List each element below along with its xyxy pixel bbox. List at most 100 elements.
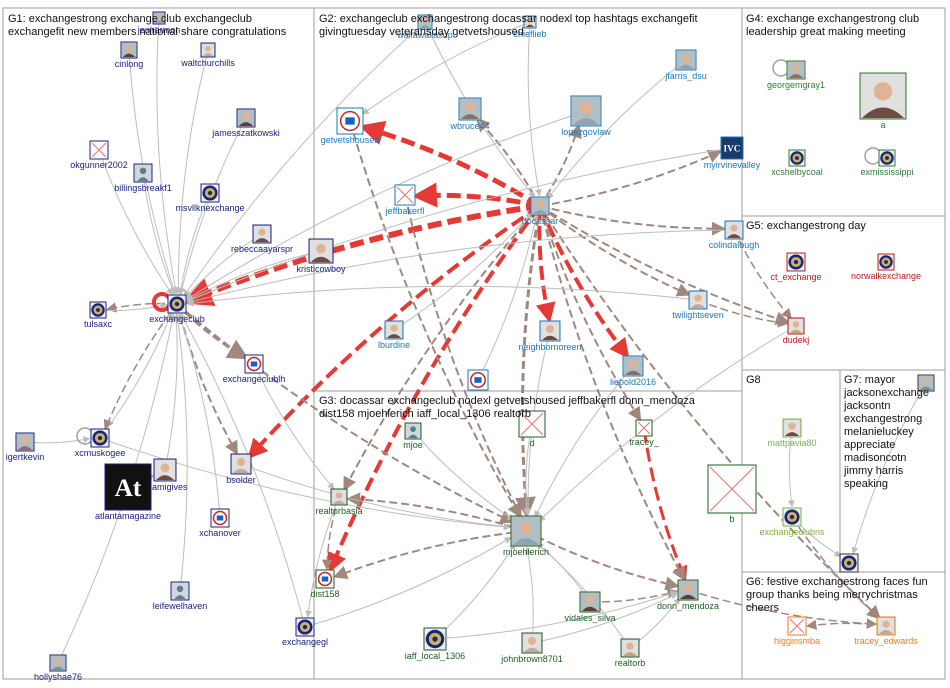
node-vidales_silva[interactable]: vidales_silva [564, 591, 616, 623]
node-georgemgray1[interactable]: georgemgray1 [767, 60, 825, 90]
edge-lburdine-to-docassar [393, 212, 533, 331]
node-okgunner2002[interactable]: okgunner2002 [70, 140, 128, 170]
edge-docassar-to-dist158 [327, 204, 542, 574]
node-label: lburdine [378, 340, 410, 350]
person-icon [310, 240, 332, 262]
node-kristicowboy[interactable]: kristicowboy [296, 238, 346, 274]
edge-miamigives-to-exchangeclub [164, 313, 181, 471]
node-g7node[interactable] [917, 374, 935, 392]
edge-jfarris_dsu-to-docassar [546, 59, 687, 200]
node-waltchurchills[interactable]: waltchurchills [180, 42, 235, 68]
node-jamesszatkowski[interactable]: jamesszatkowski [211, 108, 280, 138]
node-colindalough[interactable]: colindalough [709, 220, 760, 250]
node-realtorb[interactable]: realtorb [615, 638, 646, 668]
node-a[interactable]: a [859, 72, 907, 130]
node-dudekj[interactable]: dudekj [783, 317, 810, 345]
node-lburdine[interactable]: lburdine [378, 320, 410, 350]
edge-docassar-to-colindalough [539, 205, 726, 236]
group-label-line: G8 [746, 374, 761, 386]
edge-exchangeclublh-to-realtorbasia [253, 363, 335, 490]
node-g7seal[interactable] [839, 553, 859, 573]
edge-docassar-to-myirvinevalley [539, 149, 723, 207]
group-label-line: jacksonexchange [843, 387, 929, 399]
node-docassar[interactable]: docassar [522, 196, 559, 226]
node-label: twilightseven [672, 310, 724, 320]
node-igertkevin[interactable]: igertkevin [6, 432, 45, 462]
node-bsolder[interactable]: bsolder [226, 453, 256, 485]
node-lopezgovlaw[interactable]: lopezgovlaw [561, 95, 611, 137]
person-icon [726, 222, 742, 238]
node-ct_exchange[interactable]: ct_exchange [770, 252, 822, 282]
default-avatar-icon [137, 167, 149, 181]
node-billingsbreakf1[interactable]: billingsbreakf1 [114, 163, 172, 193]
node-cinlong[interactable]: cinlong [115, 41, 144, 69]
node-xchanover[interactable]: xchanover [199, 508, 241, 538]
node-exmississippi[interactable]: exmississippi [860, 149, 914, 177]
node-tulsaxc[interactable]: tulsaxc [84, 301, 113, 329]
node-cbd[interactable] [467, 369, 489, 391]
node-higginsmba[interactable]: higginsmba [774, 616, 820, 646]
edge-dudekj-to-mjoehlerich [538, 325, 797, 522]
node-chieflieb[interactable]: chieflieb [513, 15, 547, 39]
person-icon [788, 62, 804, 78]
node-label: georgemgray1 [767, 80, 825, 90]
node-xcmuskogee[interactable]: xcmuskogee [75, 428, 126, 458]
node-twilightseven[interactable]: twilightseven [672, 290, 724, 320]
node-donn_mendoza[interactable]: donn_mendoza [657, 579, 719, 611]
node-label: miamigives [142, 482, 188, 492]
edge-mjoe-to-mjoehlerich [412, 430, 515, 521]
logo-icon [246, 356, 262, 372]
node-wbruce44[interactable]: wbruce44 [449, 97, 490, 131]
node-dist158[interactable]: dist158 [310, 569, 340, 599]
node-label: jfarris_dsu [664, 71, 707, 81]
node-label: jamesszatkowski [211, 128, 280, 138]
node-liebold2016[interactable]: liebold2016 [610, 355, 656, 387]
edge-docassar-to-exchangeclub [182, 203, 541, 306]
group-label-g4: G4: exchange exchangestrong club leaders… [746, 13, 919, 38]
node-jfarris_dsu[interactable]: jfarris_dsu [664, 49, 707, 81]
node-tracey_edwards[interactable]: tracey_edwards [854, 616, 918, 646]
edge-kristicowboy-to-exchangeclub [186, 250, 322, 301]
node-neighbornoreen[interactable]: neighbornoreen [518, 320, 582, 352]
seal-icon [790, 151, 804, 165]
node-hollyshae76[interactable]: hollyshae76 [34, 654, 82, 682]
seal-icon [92, 430, 108, 446]
seal-icon [425, 629, 445, 649]
node-exchangeclub[interactable]: exchangeclub [149, 294, 205, 324]
node-label: exchangeclubns [759, 527, 825, 537]
node-jeffbakerfl[interactable]: jeffbakerfl [385, 184, 425, 216]
node-d[interactable]: d [518, 410, 546, 448]
edge-tracey_-to-donn_mendoza [642, 427, 688, 582]
node-mjoehlerich[interactable]: mjoehlerich [503, 515, 549, 557]
node-miamigives[interactable]: miamigives [142, 458, 188, 492]
person-icon [254, 226, 270, 242]
node-iaff_local_1306[interactable]: iaff_local_1306 [405, 627, 465, 661]
node-getvetshoused[interactable]: getvetshoused [321, 107, 380, 145]
edge-xcmuskogee-to-exchangeclub [99, 312, 173, 439]
node-jenharmon[interactable]: jenharmon [137, 11, 181, 35]
edge-exchangegl-to-exchangeclub [180, 312, 306, 628]
node-wallawallasup[interactable]: wallawallasup [396, 14, 453, 40]
node-exchangeclublh[interactable]: exchangeclublh [223, 354, 286, 384]
group-label-line: G5: exchangestrong day [746, 220, 866, 232]
node-mattpavia80[interactable]: mattpavia80 [767, 418, 817, 448]
group-label-g2: G2: exchangeclub exchangestrong docassar… [319, 13, 698, 38]
edge-bsolder-to-mjoehlerich [240, 463, 511, 531]
group-label-g5: G5: exchangestrong day [746, 220, 866, 232]
node-msvllknexchange[interactable]: msvllknexchange [175, 183, 245, 213]
node-mjoe[interactable]: mjoe [403, 422, 423, 450]
node-realtorbasia[interactable]: realtorbasia [315, 488, 363, 516]
node-leifewelhaven[interactable]: leifewelhaven [153, 581, 208, 611]
node-b[interactable]: b [707, 464, 757, 524]
node-norwalkexchange[interactable]: norwalkexchange [851, 253, 921, 281]
node-rebeccaayarspr[interactable]: rebeccaayarspr [231, 224, 293, 254]
node-tracey_[interactable]: tracey_ [629, 419, 660, 447]
group-label-g7: G7: mayor jacksonexchange jacksontn exch… [843, 374, 929, 490]
group-label-line: G1: exchangestrong exchange club exchang… [8, 13, 252, 25]
node-xcshelbycoal[interactable]: xcshelbycoal [771, 149, 823, 177]
node-johnbrown8701[interactable]: johnbrown8701 [500, 632, 563, 664]
node-exchangeclubns[interactable]: exchangeclubns [759, 507, 825, 537]
node-exchangegl[interactable]: exchangegl [282, 617, 328, 647]
